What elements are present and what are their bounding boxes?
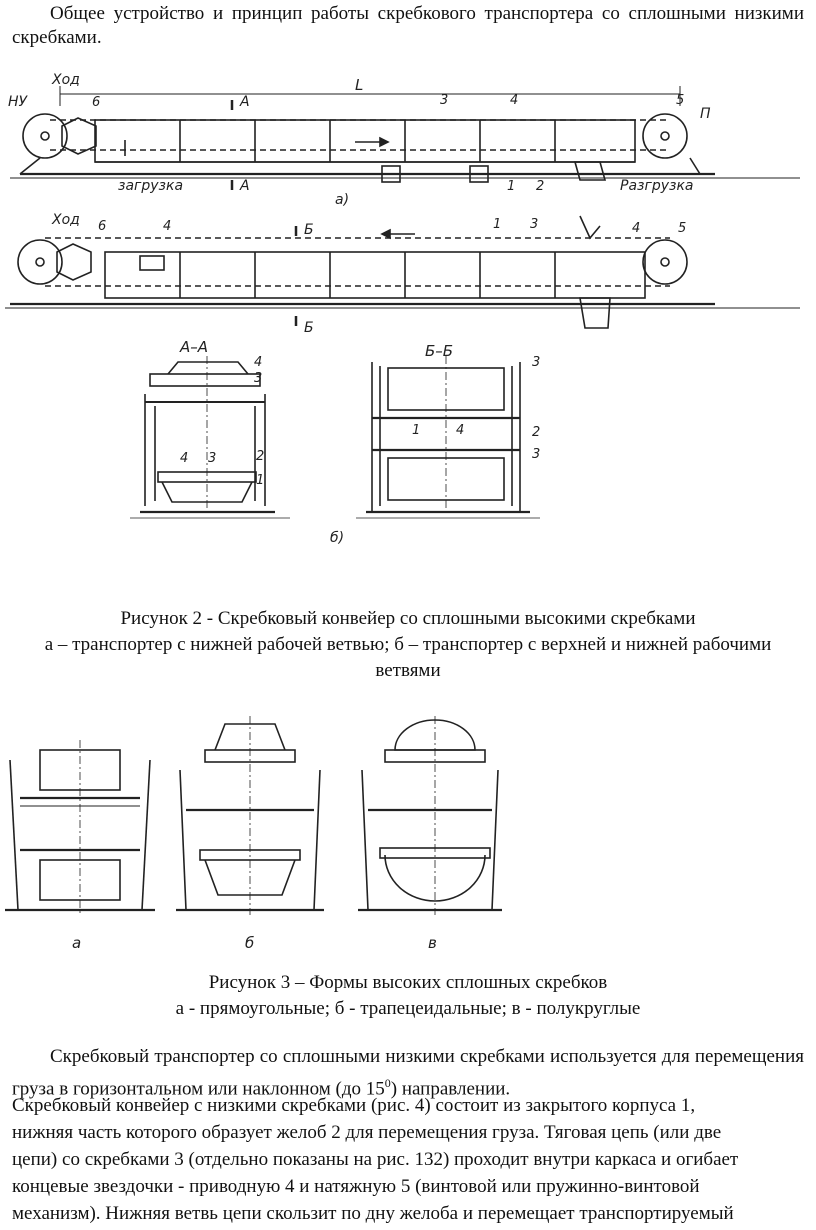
label-AA-3: 3 — [254, 371, 262, 386]
label-AA-2: 2 — [256, 449, 264, 464]
body-line-5: механизм). Нижняя ветвь цепи скользит по… — [12, 1203, 734, 1224]
body-line-3: цепи) со скребками 3 (отдельно показаны … — [12, 1149, 739, 1170]
figure-3-label-v: в — [428, 934, 437, 952]
label-AA-1: 1 — [256, 473, 264, 488]
figure-3-drawing: а б в — [5, 716, 502, 952]
label-B-top: Б — [304, 222, 314, 238]
body-line-2: нижняя часть которого образует желоб 2 д… — [12, 1122, 722, 1143]
label-6-a: 6 — [92, 95, 100, 110]
label-b-mark: б) — [330, 530, 344, 546]
figure-2-drawing: НУ Ход 6 L A A 3 4 5 П загрузка а) 1 2 Р… — [5, 72, 800, 546]
label-zagruzka: загрузка — [118, 178, 183, 194]
body-line-1: Скребковый конвейер с низкими скребками … — [12, 1095, 696, 1116]
label-1-b: 1 — [493, 217, 501, 232]
label-khod-b: Ход — [51, 212, 80, 228]
label-B-bottom: Б — [304, 320, 314, 336]
label-P: П — [700, 106, 711, 122]
label-nu: НУ — [8, 94, 29, 110]
figure-3-caption-title: Рисунок 3 – Формы высоких сплошных скреб… — [208, 972, 608, 993]
figure-2-caption-title: Рисунок 2 - Скребковый конвейер со сплош… — [120, 608, 696, 629]
label-4-b2: 4 — [632, 221, 640, 236]
label-3-b: 3 — [530, 217, 538, 232]
label-BB-4: 4 — [456, 423, 464, 438]
figure-3-label-b: б — [245, 934, 254, 952]
section-heading: Общее устройство и принцип работы скребк… — [12, 3, 804, 48]
label-BB-2: 2 — [532, 425, 540, 440]
label-4-a: 4 — [510, 93, 518, 108]
label-2-a: 2 — [536, 179, 544, 194]
label-AA: А–А — [179, 338, 208, 356]
label-4-b: 4 — [163, 219, 171, 234]
label-AA-4b: 4 — [180, 451, 188, 466]
body-line-4: концевые звездочки - приводную 4 и натяж… — [12, 1176, 700, 1197]
label-A-top: A — [239, 94, 250, 110]
label-BB-3: 3 — [532, 355, 540, 370]
label-1-a: 1 — [507, 179, 515, 194]
label-AA-4: 4 — [254, 355, 262, 370]
label-A-bottom: A — [239, 178, 250, 194]
label-5-a: 5 — [676, 93, 684, 108]
label-AA-3b: 3 — [208, 451, 216, 466]
figure-3-caption-text: а - прямоугольные; б - трапецеидальные; … — [175, 998, 641, 1019]
label-6-b: 6 — [98, 219, 106, 234]
label-BB-1: 1 — [412, 423, 420, 438]
label-BB-3b: 3 — [532, 447, 540, 462]
label-razgruzka: Разгрузка — [620, 178, 693, 194]
label-BB: Б–Б — [425, 342, 453, 360]
label-5-b: 5 — [678, 221, 686, 236]
body-paragraph-1: Скребковый транспортер со сплошными низк… — [12, 1046, 804, 1100]
label-3-a: 3 — [440, 93, 448, 108]
label-a-mark: а) — [335, 192, 349, 208]
label-khod-a: Ход — [51, 72, 80, 88]
figure-3-label-a: а — [72, 934, 81, 952]
figure-2-caption-text: а – транспортер с нижней рабочей ветвью;… — [44, 634, 772, 681]
label-L: L — [355, 76, 363, 94]
